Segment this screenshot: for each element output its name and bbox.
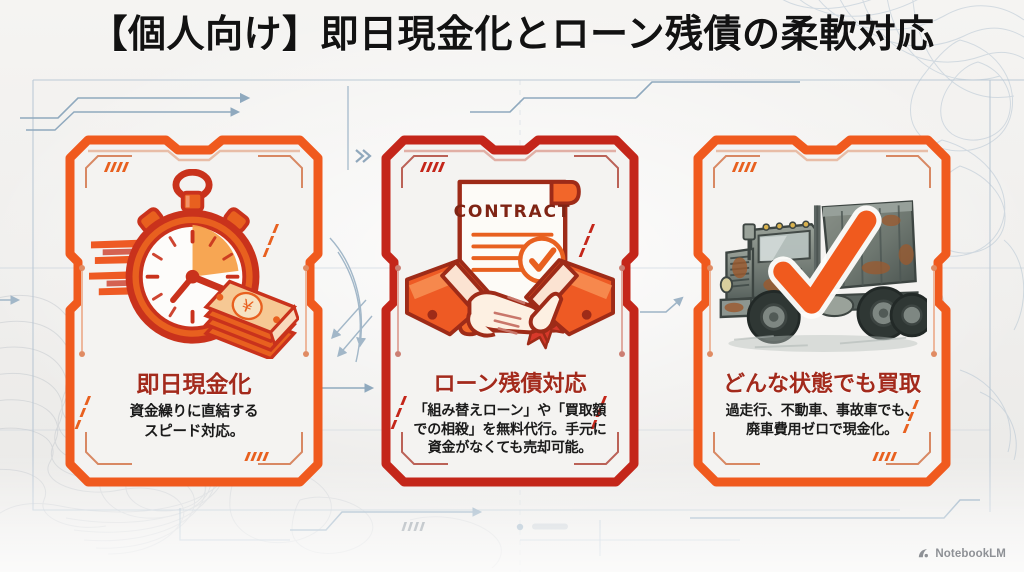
card-desc-line: 過走行、不動車、事故車でも、 — [725, 403, 919, 420]
card-title-3: どんな状態でも買取 — [722, 372, 921, 397]
feature-card-instant-cash[interactable]: ¥ 即日現金化 資金繰りに直結する スピード対応。 — [62, 132, 326, 490]
card-description-3: 過走行、不動車、事故車でも、 廃車費用ゼロで現金化。 — [726, 402, 919, 439]
card-desc-line: 廃車費用ゼロで現金化。 — [746, 421, 898, 438]
card-description-2: 「組み替えローン」や「買取額 での相殺」を無料代行。手元に 資金がなくても売却可… — [413, 402, 606, 457]
card-desc-line: での相殺」を無料代行。手元に — [413, 421, 607, 438]
notebooklm-label: NotebookLM — [935, 547, 1006, 560]
stopwatch-with-cash-icon: ¥ — [89, 157, 299, 371]
card-title-2: ローン残債対応 — [433, 372, 587, 397]
card-desc-line: 資金がなくても売却可能。 — [427, 440, 593, 457]
card-title-1: 即日現金化 — [136, 372, 252, 398]
rusty-dump-truck-with-check-icon — [717, 157, 927, 371]
card-description-1: 資金繰りに直結する スピード対応。 — [130, 403, 259, 442]
card-desc-line: 資金繰りに直結する — [129, 404, 259, 421]
feature-card-any-condition[interactable]: どんな状態でも買取 過走行、不動車、事故車でも、 廃車費用ゼロで現金化。 — [690, 132, 954, 490]
feature-card-loan-balance[interactable]: CONTRACT — [378, 132, 642, 490]
contract-handshake-icon: CONTRACT — [405, 157, 615, 371]
svg-text:CONTRACT: CONTRACT — [454, 202, 572, 222]
page-title: 【個人向け】即日現金化とローン残債の柔軟対応 — [89, 12, 935, 56]
notebooklm-watermark: NotebookLM — [917, 547, 1006, 560]
card-desc-line: 「組み替えローン」や「買取額 — [413, 403, 607, 420]
hud-dash-marker — [401, 522, 568, 531]
page-title-container: 【個人向け】即日現金化とローン残債の柔軟対応 — [0, 12, 1024, 56]
card-desc-line: スピード対応。 — [143, 423, 245, 440]
notebooklm-logo-icon — [917, 547, 930, 560]
